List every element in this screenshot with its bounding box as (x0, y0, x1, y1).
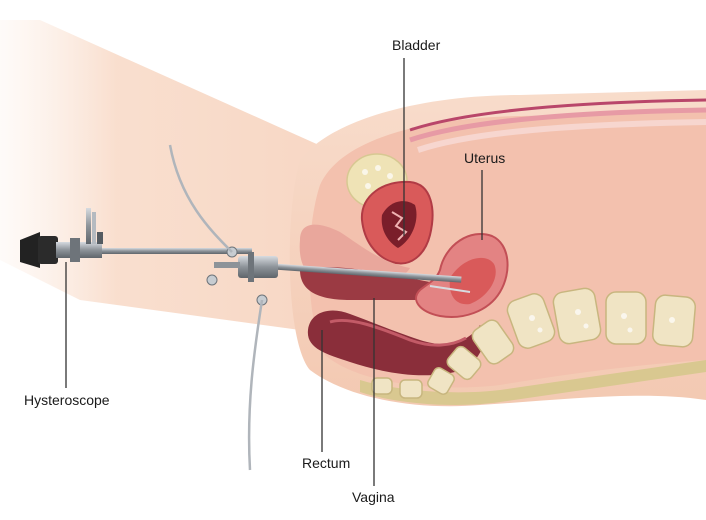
thigh (0, 20, 330, 330)
hysteroscope-label: Hysteroscope (24, 392, 110, 408)
bladder-label: Bladder (392, 37, 441, 53)
rectum-organ (307, 310, 484, 376)
uterus-label: Uterus (464, 150, 505, 166)
vertebrae-icon (360, 287, 706, 405)
hysteroscope-instrument-icon (20, 144, 471, 471)
abdominal-wall (409, 98, 706, 132)
vagina-label: Vagina (352, 489, 395, 505)
rectum-label: Rectum (302, 455, 350, 471)
